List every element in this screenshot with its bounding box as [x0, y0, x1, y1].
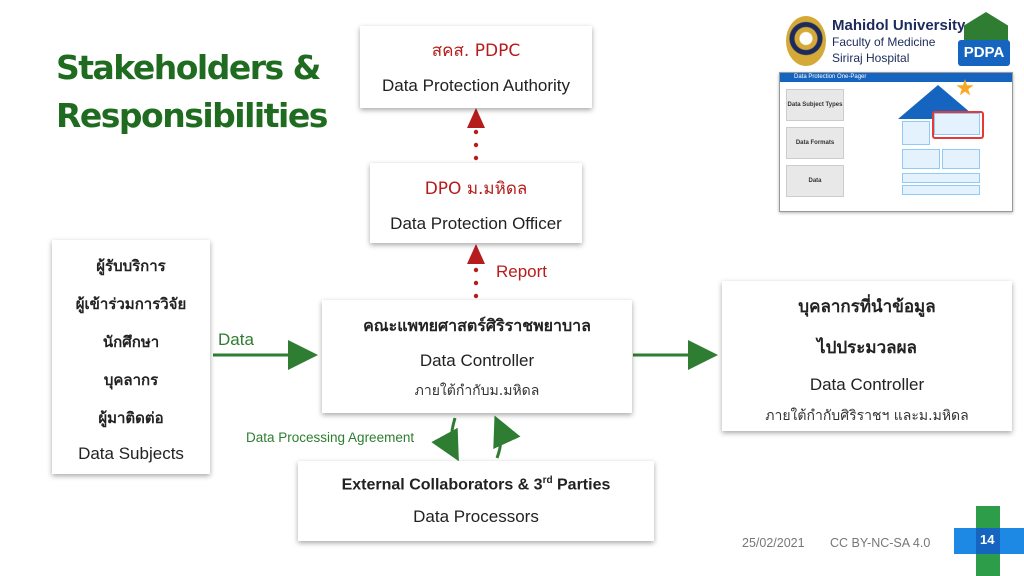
receiver-thai-2: ไปประมวลผล: [817, 338, 917, 358]
receiver-english: Data Controller: [809, 375, 925, 394]
processors-title-sup: rd: [542, 475, 553, 486]
subject-item: ผู้รับบริการ: [96, 257, 166, 275]
title-line-1: Stakeholders &: [56, 48, 321, 87]
authority-box: สคส. PDPC Data Protection Authority: [360, 26, 592, 108]
thumbnail-row: Data: [786, 165, 844, 197]
subject-item: ผู้เข้าร่วมการวิจัย: [75, 295, 187, 313]
processors-english: Data Processors: [413, 507, 539, 527]
thumbnail-highlight: [932, 111, 984, 139]
processors-title-main: External Collaborators & 3: [341, 476, 543, 494]
controller-thai: คณะแพทยศาสตร์ศิริราชพยาบาล: [363, 316, 591, 335]
slide-date: 25/02/2021: [742, 536, 805, 550]
title-line-2: Responsibilities: [56, 96, 328, 135]
mahidol-seal-icon: [786, 16, 826, 66]
receiver-box: บุคลากรที่นำข้อมูล ไปประมวลผล Data Contr…: [722, 281, 1012, 431]
thumbnail-row: Data Subject Types: [786, 89, 844, 121]
dpa-arrow-down: [431, 417, 459, 462]
processors-title-end: Parties: [552, 476, 611, 494]
thumbnail-pane: [934, 113, 980, 135]
controller-box: คณะแพทยศาสตร์ศิริราชพยาบาล Data Controll…: [322, 300, 632, 413]
controller-english: Data Controller: [419, 351, 535, 370]
subject-item: บุคลากร: [103, 371, 159, 389]
thumbnail-header: Data Protection One-Pager: [780, 73, 1012, 82]
thumbnail-pane: [942, 149, 980, 169]
data-label: Data: [218, 330, 254, 349]
report-dots-lower: [473, 267, 479, 299]
dpo-english: Data Protection Officer: [390, 214, 562, 233]
receiver-thai-1: บุคลากรที่นำข้อมูล: [798, 297, 936, 317]
thumbnail-pane: [902, 185, 980, 195]
pdpa-house-icon: [964, 12, 1008, 42]
controller-note: ภายใต้กำกับม.มหิดล: [414, 383, 540, 399]
processors-box: External Collaborators & 3rd Parties Dat…: [298, 461, 654, 541]
subjects-list: ผู้รับบริการ ผู้เข้าร่วมการวิจัย นักศึกษ…: [52, 254, 210, 444]
pdpa-logo: PDPA: [958, 12, 1014, 74]
report-arrowhead-upper: [467, 108, 485, 128]
medical-cross-icon: [954, 506, 1024, 576]
hospital-name: Siriraj Hospital: [832, 51, 910, 65]
slide-title: Stakeholders & Responsibilities: [56, 44, 328, 140]
report-label: Report: [496, 262, 548, 281]
dpo-box: DPO ม.มหิดล Data Protection Officer: [370, 163, 582, 243]
subjects-english: Data Subjects: [78, 444, 184, 463]
report-dots-upper: [473, 129, 479, 161]
subject-item: ผู้มาติดต่อ: [98, 409, 164, 427]
dpa-label: Data Processing Agreement: [246, 430, 415, 445]
thumbnail-pane: [902, 149, 940, 169]
authority-english: Data Protection Authority: [381, 76, 571, 95]
page-number: 14: [980, 532, 995, 547]
pdpa-logo-text: PDPA: [958, 40, 1010, 66]
receiver-note: ภายใต้กำกับศิริราชฯ และม.มหิดล: [765, 408, 969, 424]
university-logo-text: Mahidol University Faculty of Medicine S…: [832, 18, 965, 66]
thumbnail-pane: [902, 173, 980, 183]
subject-item: นักศึกษา: [102, 333, 160, 351]
faculty-name: Faculty of Medicine: [832, 35, 936, 49]
dpa-arrow-up: [493, 415, 521, 459]
thumbnail-left-column: Data Subject Types Data Formats Data: [786, 89, 844, 203]
processors-title: External Collaborators & 3rd Parties: [298, 475, 654, 494]
authority-thai: สคส. PDPC: [431, 41, 521, 61]
dpo-thai: DPO ม.มหิดล: [424, 179, 528, 199]
report-arrowhead-lower: [467, 244, 485, 264]
thumbnail-pane: [902, 121, 930, 145]
slide-license: CC BY-NC-SA 4.0: [830, 536, 931, 550]
university-name: Mahidol University: [832, 17, 966, 34]
thumbnail-row: Data Formats: [786, 127, 844, 159]
one-pager-thumbnail: Data Protection One-Pager Data Subject T…: [779, 72, 1013, 212]
subjects-box: ผู้รับบริการ ผู้เข้าร่วมการวิจัย นักศึกษ…: [52, 240, 210, 474]
